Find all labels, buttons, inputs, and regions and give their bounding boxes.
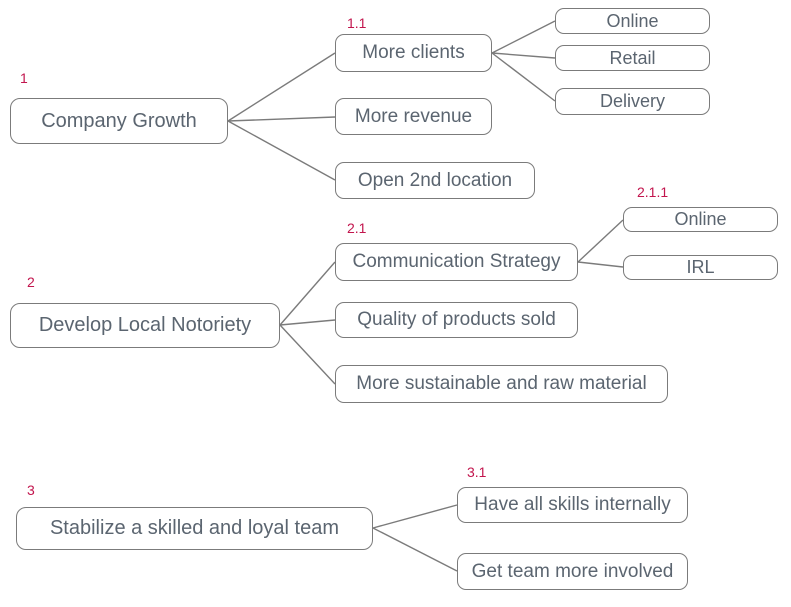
node-number-1: 1 [20, 70, 28, 86]
node-more-sustainable-raw-material[interactable]: More sustainable and raw material [335, 365, 668, 403]
node-stabilize-skilled-loyal-team[interactable]: Stabilize a skilled and loyal team [16, 507, 373, 550]
connector-line [227, 120, 336, 181]
node-communication-strategy[interactable]: Communication Strategy [335, 243, 578, 281]
connector-line [279, 319, 336, 326]
connector-line [279, 324, 336, 385]
connector-line [491, 52, 556, 59]
node-number-3-1: 3.1 [467, 464, 487, 480]
node-number-3: 3 [27, 482, 35, 498]
connector-line [491, 52, 556, 102]
connector-line [372, 527, 458, 572]
node-more-clients[interactable]: More clients [335, 34, 492, 72]
node-irl[interactable]: IRL [623, 255, 778, 280]
connector-line [227, 52, 336, 122]
node-online-strategy[interactable]: Online [623, 207, 778, 232]
node-have-all-skills-internally[interactable]: Have all skills internally [457, 487, 688, 523]
node-open-2nd-location[interactable]: Open 2nd location [335, 162, 535, 199]
node-get-team-more-involved[interactable]: Get team more involved [457, 553, 688, 590]
connector-line [227, 116, 336, 122]
node-more-revenue[interactable]: More revenue [335, 98, 492, 135]
node-online-clients[interactable]: Online [555, 8, 710, 34]
connector-line [491, 20, 556, 54]
node-quality-of-products-sold[interactable]: Quality of products sold [335, 302, 578, 338]
connector-line [577, 219, 624, 263]
node-retail[interactable]: Retail [555, 45, 710, 71]
connector-line [577, 261, 624, 268]
node-number-2: 2 [27, 274, 35, 290]
connector-line [372, 504, 458, 529]
node-company-growth[interactable]: Company Growth [10, 98, 228, 144]
node-number-2-1-1: 2.1.1 [637, 184, 669, 200]
node-delivery[interactable]: Delivery [555, 88, 710, 115]
connector-line [279, 261, 336, 326]
node-number-2-1: 2.1 [347, 220, 367, 236]
node-develop-local-notoriety[interactable]: Develop Local Notoriety [10, 303, 280, 348]
node-number-1-1: 1.1 [347, 15, 367, 31]
